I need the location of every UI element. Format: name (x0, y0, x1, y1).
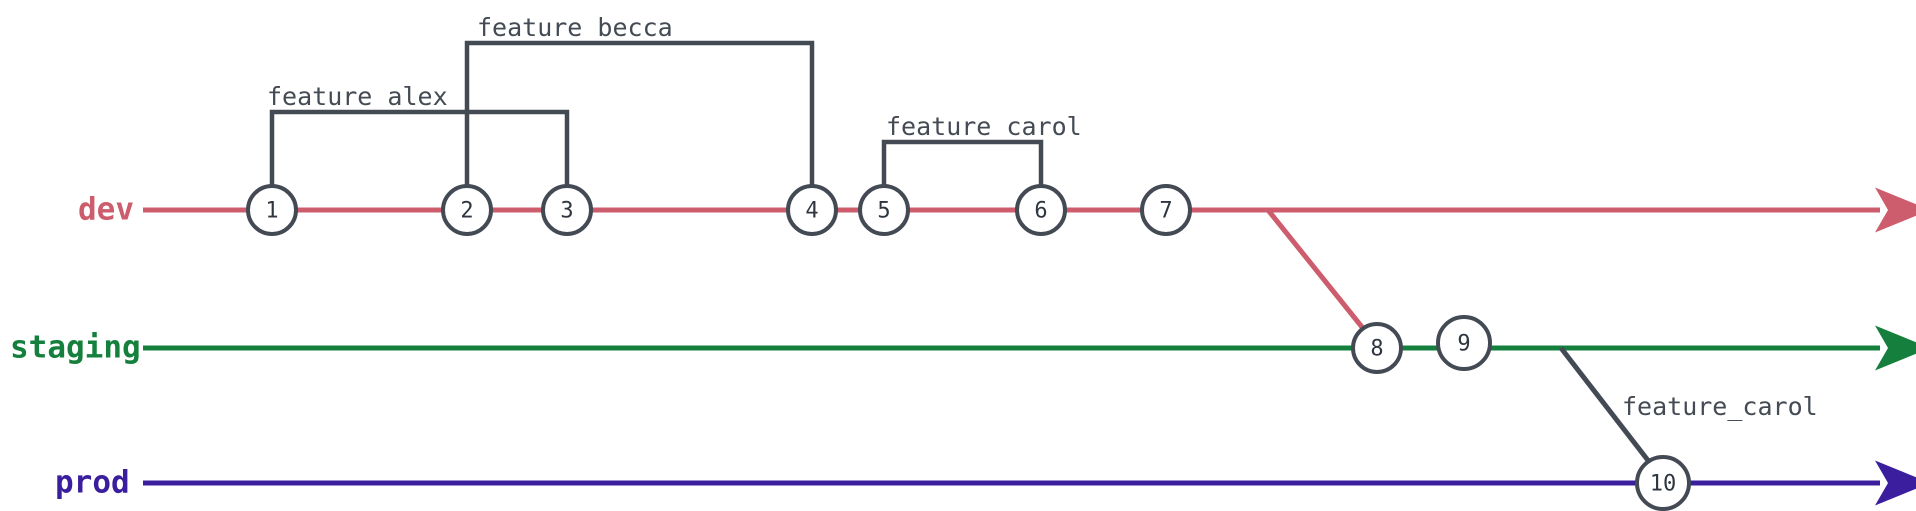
feature-label-carol-merge: feature_carol (1622, 392, 1818, 421)
commit-label-9: 9 (1457, 332, 1470, 357)
bracket-feature-carol (881, 139, 1044, 210)
branch-label-dev: dev (78, 192, 134, 228)
commit-node-10[interactable]: 10 (1635, 455, 1691, 511)
commit-node-2[interactable]: 2 (441, 184, 493, 236)
bracket-feature-becca (464, 40, 815, 210)
commit-circle-7[interactable] (1140, 184, 1192, 236)
commit-node-3[interactable]: 3 (541, 184, 593, 236)
feature-label-becca: feature_becca (477, 13, 673, 42)
commit-node-9[interactable]: 9 (1436, 315, 1492, 371)
commit-label-7: 7 (1159, 199, 1172, 224)
commits-prod-group: 10 (1635, 455, 1691, 511)
commit-circle-5[interactable] (858, 184, 910, 236)
commit-circle-9[interactable] (1436, 315, 1492, 371)
branch-lines-group (143, 187, 1916, 506)
commit-label-6: 6 (1034, 199, 1047, 224)
commit-circle-4[interactable] (786, 184, 838, 236)
feature-label-alex: feature_alex (267, 82, 448, 111)
commit-label-8: 8 (1370, 337, 1383, 362)
branch-labels-group: dev staging prod (10, 192, 141, 501)
commit-circle-6[interactable] (1015, 184, 1067, 236)
commit-node-7[interactable]: 7 (1140, 184, 1192, 236)
commit-circle-8[interactable] (1351, 322, 1403, 374)
commit-label-5: 5 (877, 199, 890, 224)
bracket-feature-alex (269, 109, 570, 210)
commit-label-2: 2 (460, 199, 473, 224)
commit-circle-3[interactable] (541, 184, 593, 236)
merge-line-staging-to-prod (1559, 346, 1659, 474)
commit-node-1[interactable]: 1 (246, 184, 298, 236)
commit-node-8[interactable]: 8 (1351, 322, 1403, 374)
commit-node-6[interactable]: 6 (1015, 184, 1067, 236)
commit-label-10: 10 (1650, 472, 1677, 497)
merge-lines-group (1266, 208, 1659, 474)
merge-line-dev-to-staging (1266, 208, 1372, 339)
feature-label-carol: feature_carol (886, 112, 1082, 141)
commit-label-1: 1 (265, 199, 278, 224)
branch-label-prod: prod (55, 465, 130, 501)
commit-circle-2[interactable] (441, 184, 493, 236)
commits-staging-group: 8 9 (1351, 315, 1492, 374)
commit-label-3: 3 (560, 199, 573, 224)
commits-dev-group: 1 2 3 4 5 6 7 (246, 184, 1192, 236)
branch-label-staging: staging (10, 330, 141, 366)
feature-brackets-group (269, 40, 1044, 210)
feature-labels-group: feature_alex feature_becca feature_carol… (267, 13, 1818, 421)
commit-node-5[interactable]: 5 (858, 184, 910, 236)
commit-circle-10[interactable] (1635, 455, 1691, 511)
commit-label-4: 4 (805, 199, 818, 224)
commit-circle-1[interactable] (246, 184, 298, 236)
commit-node-4[interactable]: 4 (786, 184, 838, 236)
